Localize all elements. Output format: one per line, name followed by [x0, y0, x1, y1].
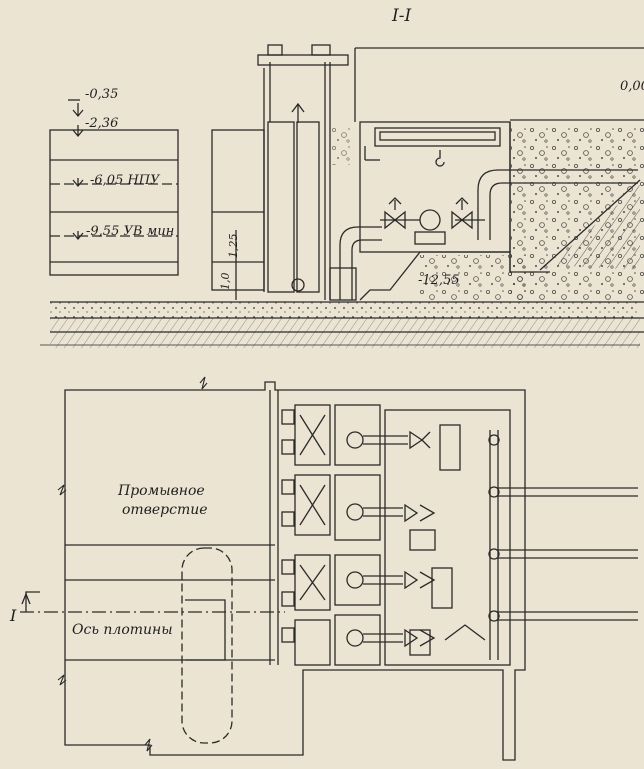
elevation-uv-min: -9,55 УВ мин [86, 224, 175, 239]
gate-structure [211, 129, 265, 291]
dam-axis-label: Ось плотины [72, 622, 173, 638]
plan-outline [64, 381, 526, 761]
elevation-npu: -6,05 НПУ [90, 173, 160, 188]
upstream-channel [49, 129, 179, 276]
section-title: І-І [392, 6, 412, 26]
elevation-bottom: -12,55 [418, 273, 460, 288]
flush-opening-label-2: отверстие [122, 502, 208, 518]
section-marker: І [10, 606, 17, 625]
flush-opening-label-1: Промывное [118, 483, 205, 499]
elevation-ice: -2,36 [85, 116, 119, 131]
dimension-1: 1,25 [227, 233, 240, 259]
dimension-2: 1,0 [219, 272, 232, 291]
elevation-top: -0,35 [85, 87, 119, 102]
elevation-right: 0,00 [620, 79, 644, 94]
